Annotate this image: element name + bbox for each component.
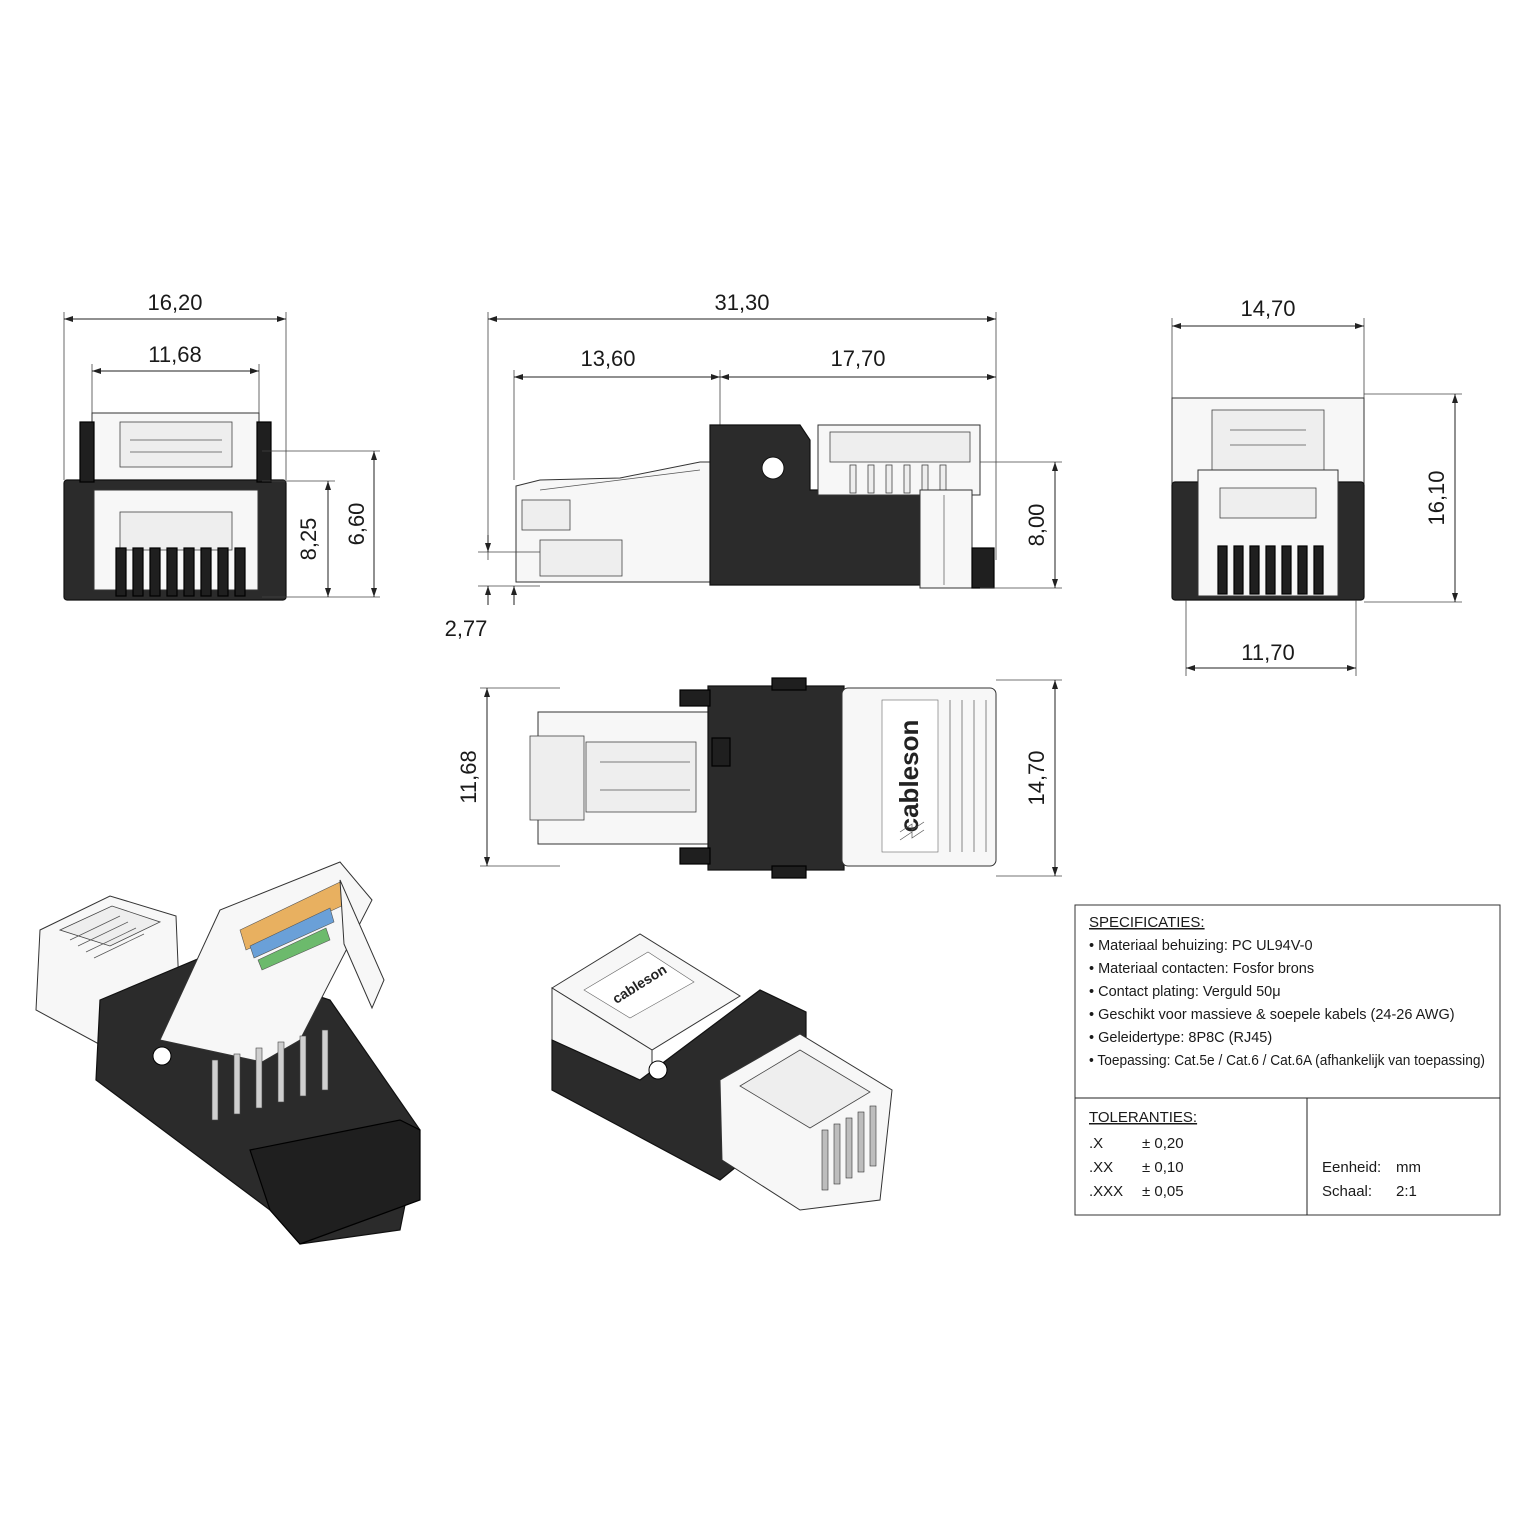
top-view: 11,68 cableson 14,70 <box>456 677 1062 879</box>
dim-rear-width-top: 14,70 <box>1240 296 1295 321</box>
dim-side-height: 8,00 <box>1024 504 1049 547</box>
dim-side-offset: 2,77 <box>445 616 488 641</box>
tolerances-title: TOLERANTIES: <box>1089 1109 1197 1126</box>
scale-label: Schaal: <box>1322 1183 1372 1200</box>
body-hole-3d-icon <box>152 1046 172 1066</box>
tolerance-value: ± 0,05 <box>1142 1183 1184 1200</box>
dim-side-total-length: 31,30 <box>714 290 769 315</box>
tolerance-key: .X <box>1089 1135 1103 1152</box>
dim-top-width-left: 11,68 <box>456 750 481 803</box>
brand-label <box>881 699 939 853</box>
specifications-title: SPECIFICATIES: <box>1089 914 1205 931</box>
spec-item: • Materiaal behuizing: PC UL94V-0 <box>1089 938 1313 954</box>
dim-side-left-length: 13,60 <box>580 346 635 371</box>
dim-front-height-b: 6,60 <box>344 503 369 546</box>
dim-top-width-right: 14,70 <box>1024 750 1049 805</box>
tolerance-key: .XXX <box>1089 1183 1123 1200</box>
spec-item: • Toepassing: Cat.5e / Cat.6 / Cat.6A (a… <box>1089 1053 1485 1069</box>
rear-contacts <box>1217 545 1324 595</box>
tolerance-value: ± 0,10 <box>1142 1159 1184 1176</box>
spec-table: SPECIFICATIES: • Materiaal behuizing: PC… <box>1074 904 1501 1216</box>
tolerance-value: ± 0,20 <box>1142 1135 1184 1152</box>
spec-item: • Materiaal contacten: Fosfor brons <box>1089 961 1314 977</box>
unit-value: mm <box>1396 1159 1421 1176</box>
unit-label: Eenheid: <box>1322 1159 1381 1176</box>
dim-front-inner-width: 11,68 <box>148 342 201 367</box>
plug-contacts-3d-closed <box>821 1105 877 1191</box>
side-view: 31,30 13,60 17,70 8 <box>445 290 1062 641</box>
dim-rear-width-bottom: 11,70 <box>1241 640 1294 665</box>
spec-item: • Geleidertype: 8P8C (RJ45) <box>1089 1030 1272 1046</box>
dim-front-height-a: 8,25 <box>296 518 321 561</box>
tolerance-key: .XX <box>1089 1159 1113 1176</box>
dim-rear-height: 16,10 <box>1424 470 1449 525</box>
scale-value: 2:1 <box>1396 1183 1417 1200</box>
spec-item: • Contact plating: Verguld 50μ <box>1089 984 1281 1000</box>
body-hole-icon <box>761 456 785 480</box>
rear-view: 14,70 16,10 11,70 <box>1171 296 1462 676</box>
spec-item: • Geschikt voor massieve & soepele kabel… <box>1089 1007 1455 1023</box>
front-view: 16,20 11,68 8,25 <box>63 290 380 601</box>
front-contacts <box>115 547 246 597</box>
top-contacts <box>949 700 987 852</box>
cableson-logo-icon <box>899 821 925 841</box>
dim-side-right-length: 17,70 <box>830 346 885 371</box>
perspective-view-closed: cableson <box>551 933 893 1211</box>
brand-name-top-view: cableson <box>894 720 924 833</box>
plug-contacts-3d <box>69 915 145 959</box>
dim-front-total-width: 16,20 <box>147 290 202 315</box>
idc-pins-3d <box>211 1029 329 1121</box>
body-hole-3d-closed-icon <box>648 1060 668 1080</box>
perspective-view-open <box>35 861 421 1245</box>
